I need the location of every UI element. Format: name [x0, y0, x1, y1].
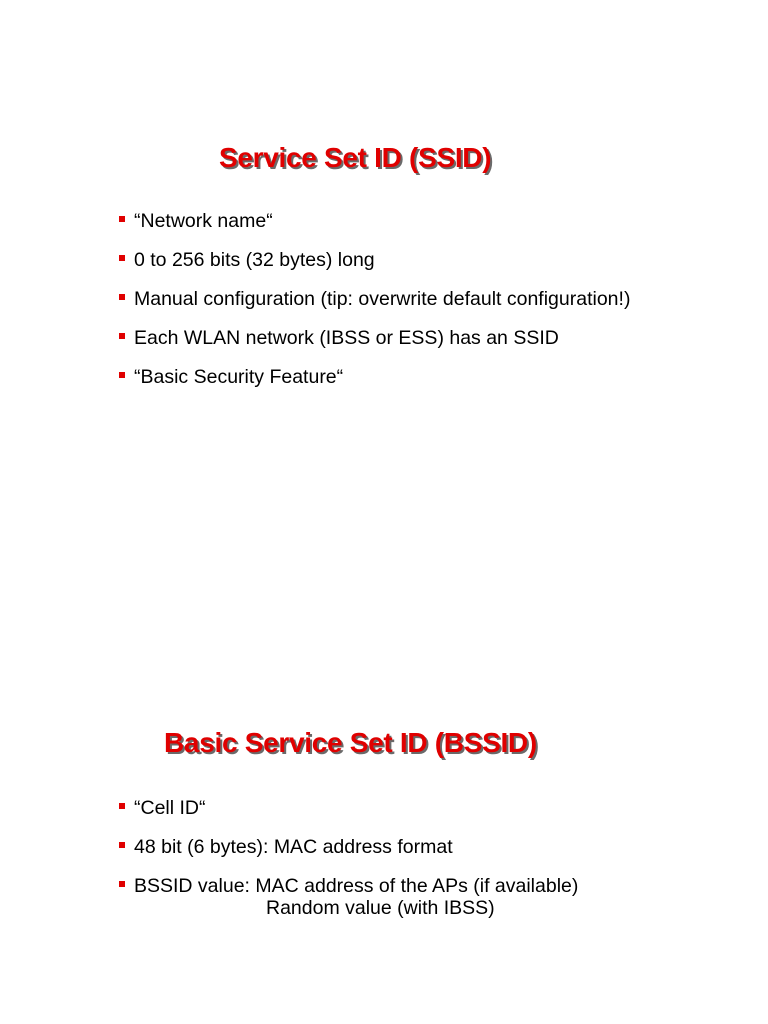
- bullet-text: Manual configuration (tip: overwrite def…: [134, 288, 631, 310]
- bullet-text: “Basic Security Feature“: [134, 366, 344, 388]
- red-square-bullet-icon: [119, 294, 125, 300]
- bullet-list: “Network name“ 0 to 256 bits (32 bytes) …: [118, 210, 630, 405]
- red-square-bullet-icon: [119, 372, 125, 378]
- bullet-text: 48 bit (6 bytes): MAC address format: [134, 836, 453, 858]
- bullet-item: 0 to 256 bits (32 bytes) long: [118, 249, 630, 271]
- bullet-item: Each WLAN network (IBSS or ESS) has an S…: [118, 327, 630, 349]
- bullet-list: “Cell ID“ 48 bit (6 bytes): MAC address …: [118, 797, 578, 936]
- bullet-item: BSSID value: MAC address of the APs (if …: [118, 875, 578, 919]
- red-square-bullet-icon: [119, 255, 125, 261]
- bullet-item: “Basic Security Feature“: [118, 366, 630, 388]
- slide-title: Basic Service Set ID (BSSID): [164, 727, 537, 758]
- bullet-continuation-text: Random value (with IBSS): [266, 897, 495, 919]
- bullet-text: Each WLAN network (IBSS or ESS) has an S…: [134, 327, 559, 349]
- slide-title: Service Set ID (SSID): [219, 142, 492, 173]
- bullet-item: Manual configuration (tip: overwrite def…: [118, 288, 630, 310]
- bullet-text: BSSID value: MAC address of the APs (if …: [134, 875, 579, 897]
- bullet-text: “Cell ID“: [134, 797, 206, 819]
- red-square-bullet-icon: [119, 842, 125, 848]
- bullet-item: 48 bit (6 bytes): MAC address format: [118, 836, 578, 858]
- red-square-bullet-icon: [119, 803, 125, 809]
- slide-ssid: Service Set ID (SSID) “Network name“ 0 t…: [118, 142, 630, 405]
- slide-bssid: Basic Service Set ID (BSSID) “Cell ID“ 4…: [0, 512, 768, 1024]
- red-square-bullet-icon: [119, 881, 125, 887]
- bullet-item: “Network name“: [118, 210, 630, 232]
- red-square-bullet-icon: [119, 216, 125, 222]
- bullet-item: “Cell ID“: [118, 797, 578, 819]
- bullet-text: “Network name“: [134, 210, 273, 232]
- bullet-text: 0 to 256 bits (32 bytes) long: [134, 249, 375, 271]
- red-square-bullet-icon: [119, 333, 125, 339]
